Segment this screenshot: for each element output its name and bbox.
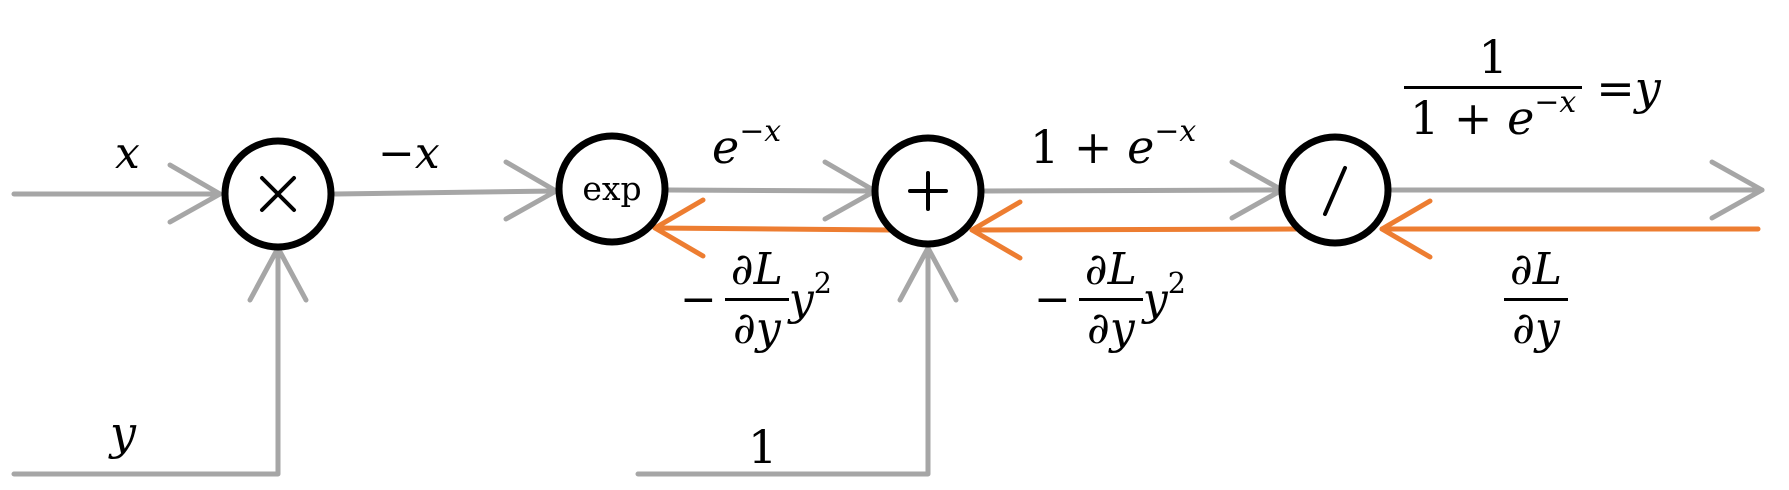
grad-output-bar xyxy=(1504,298,1568,301)
grad-output-denominator: ∂y xyxy=(1512,303,1560,354)
grad-exp-numerator: ∂L xyxy=(730,244,783,295)
grad-edge-divide-to-add xyxy=(969,226,1301,233)
multiply-icon-stroke xyxy=(260,176,296,212)
grad-sum-var: y xyxy=(1142,273,1168,325)
input-y-label: y xyxy=(110,406,136,460)
arrowhead-x xyxy=(167,162,223,225)
exp-node xyxy=(555,132,669,246)
forward-exp-label: e−x xyxy=(712,116,781,170)
forward-sum-label: 1 + e−x xyxy=(1030,116,1196,170)
grad-edge-add-to-exp xyxy=(652,225,895,233)
sum-power: −x xyxy=(1154,113,1197,149)
input-one-label: 1 xyxy=(748,420,778,474)
grad-sum-fraction: ∂L ∂y xyxy=(1078,244,1143,354)
grad-output-fraction: ∂L ∂y xyxy=(1504,248,1568,351)
output-denominator: 1 + e−x xyxy=(1410,84,1577,145)
forward-output-label: 1 1 + e−x = y xyxy=(1404,34,1661,141)
exp-node-label: exp xyxy=(582,169,642,208)
forward-neg-x-label: −x xyxy=(378,128,440,179)
sum-base: e xyxy=(1127,120,1155,174)
output-numerator: 1 xyxy=(1478,30,1508,84)
output-equals: = xyxy=(1596,60,1635,115)
arrowhead-one xyxy=(897,245,959,303)
output-y: y xyxy=(1634,60,1661,115)
multiply-node xyxy=(221,137,335,251)
output-fraction-bar xyxy=(1404,86,1583,89)
grad-arrowhead-output xyxy=(1379,198,1433,260)
grad-exp-fraction: ∂L ∂y xyxy=(724,244,789,354)
divide-node xyxy=(1278,133,1392,247)
divide-icon xyxy=(1323,166,1347,216)
grad-output-numerator: ∂L xyxy=(1510,244,1562,295)
sum-prefix: 1 + xyxy=(1030,120,1128,174)
add-node xyxy=(871,134,985,248)
edge-sum-to-divide xyxy=(982,187,1285,194)
output-fraction: 1 1 + e−x xyxy=(1404,30,1583,145)
grad-sum-pow: 2 xyxy=(1167,266,1186,301)
edge-negx-to-exp xyxy=(332,188,559,197)
grad-output-label: ∂L ∂y xyxy=(1504,248,1568,351)
input-x-label: x xyxy=(115,128,140,179)
edge-y-to-multiply xyxy=(11,245,281,477)
grad-sum-bar xyxy=(1078,298,1143,301)
grad-exp-bar xyxy=(724,298,789,301)
grad-arrowhead-exp xyxy=(652,197,706,259)
grad-exp-sign: − xyxy=(680,273,717,325)
grad-sum-sign: − xyxy=(1034,273,1071,325)
arrowhead-output xyxy=(1709,159,1765,221)
grad-exp-var: y xyxy=(788,273,814,325)
exp-base: e xyxy=(712,120,740,174)
grad-exp-denominator: ∂y xyxy=(733,303,781,354)
grad-sum-numerator: ∂L xyxy=(1084,244,1137,295)
grad-exp-pow: 2 xyxy=(813,266,832,301)
grad-arrowhead-add xyxy=(969,199,1023,261)
exp-power: −x xyxy=(739,113,782,149)
edge-one-to-add xyxy=(635,245,931,477)
grad-sum-denominator: ∂y xyxy=(1087,303,1135,354)
edge-expx-to-add xyxy=(665,187,878,194)
